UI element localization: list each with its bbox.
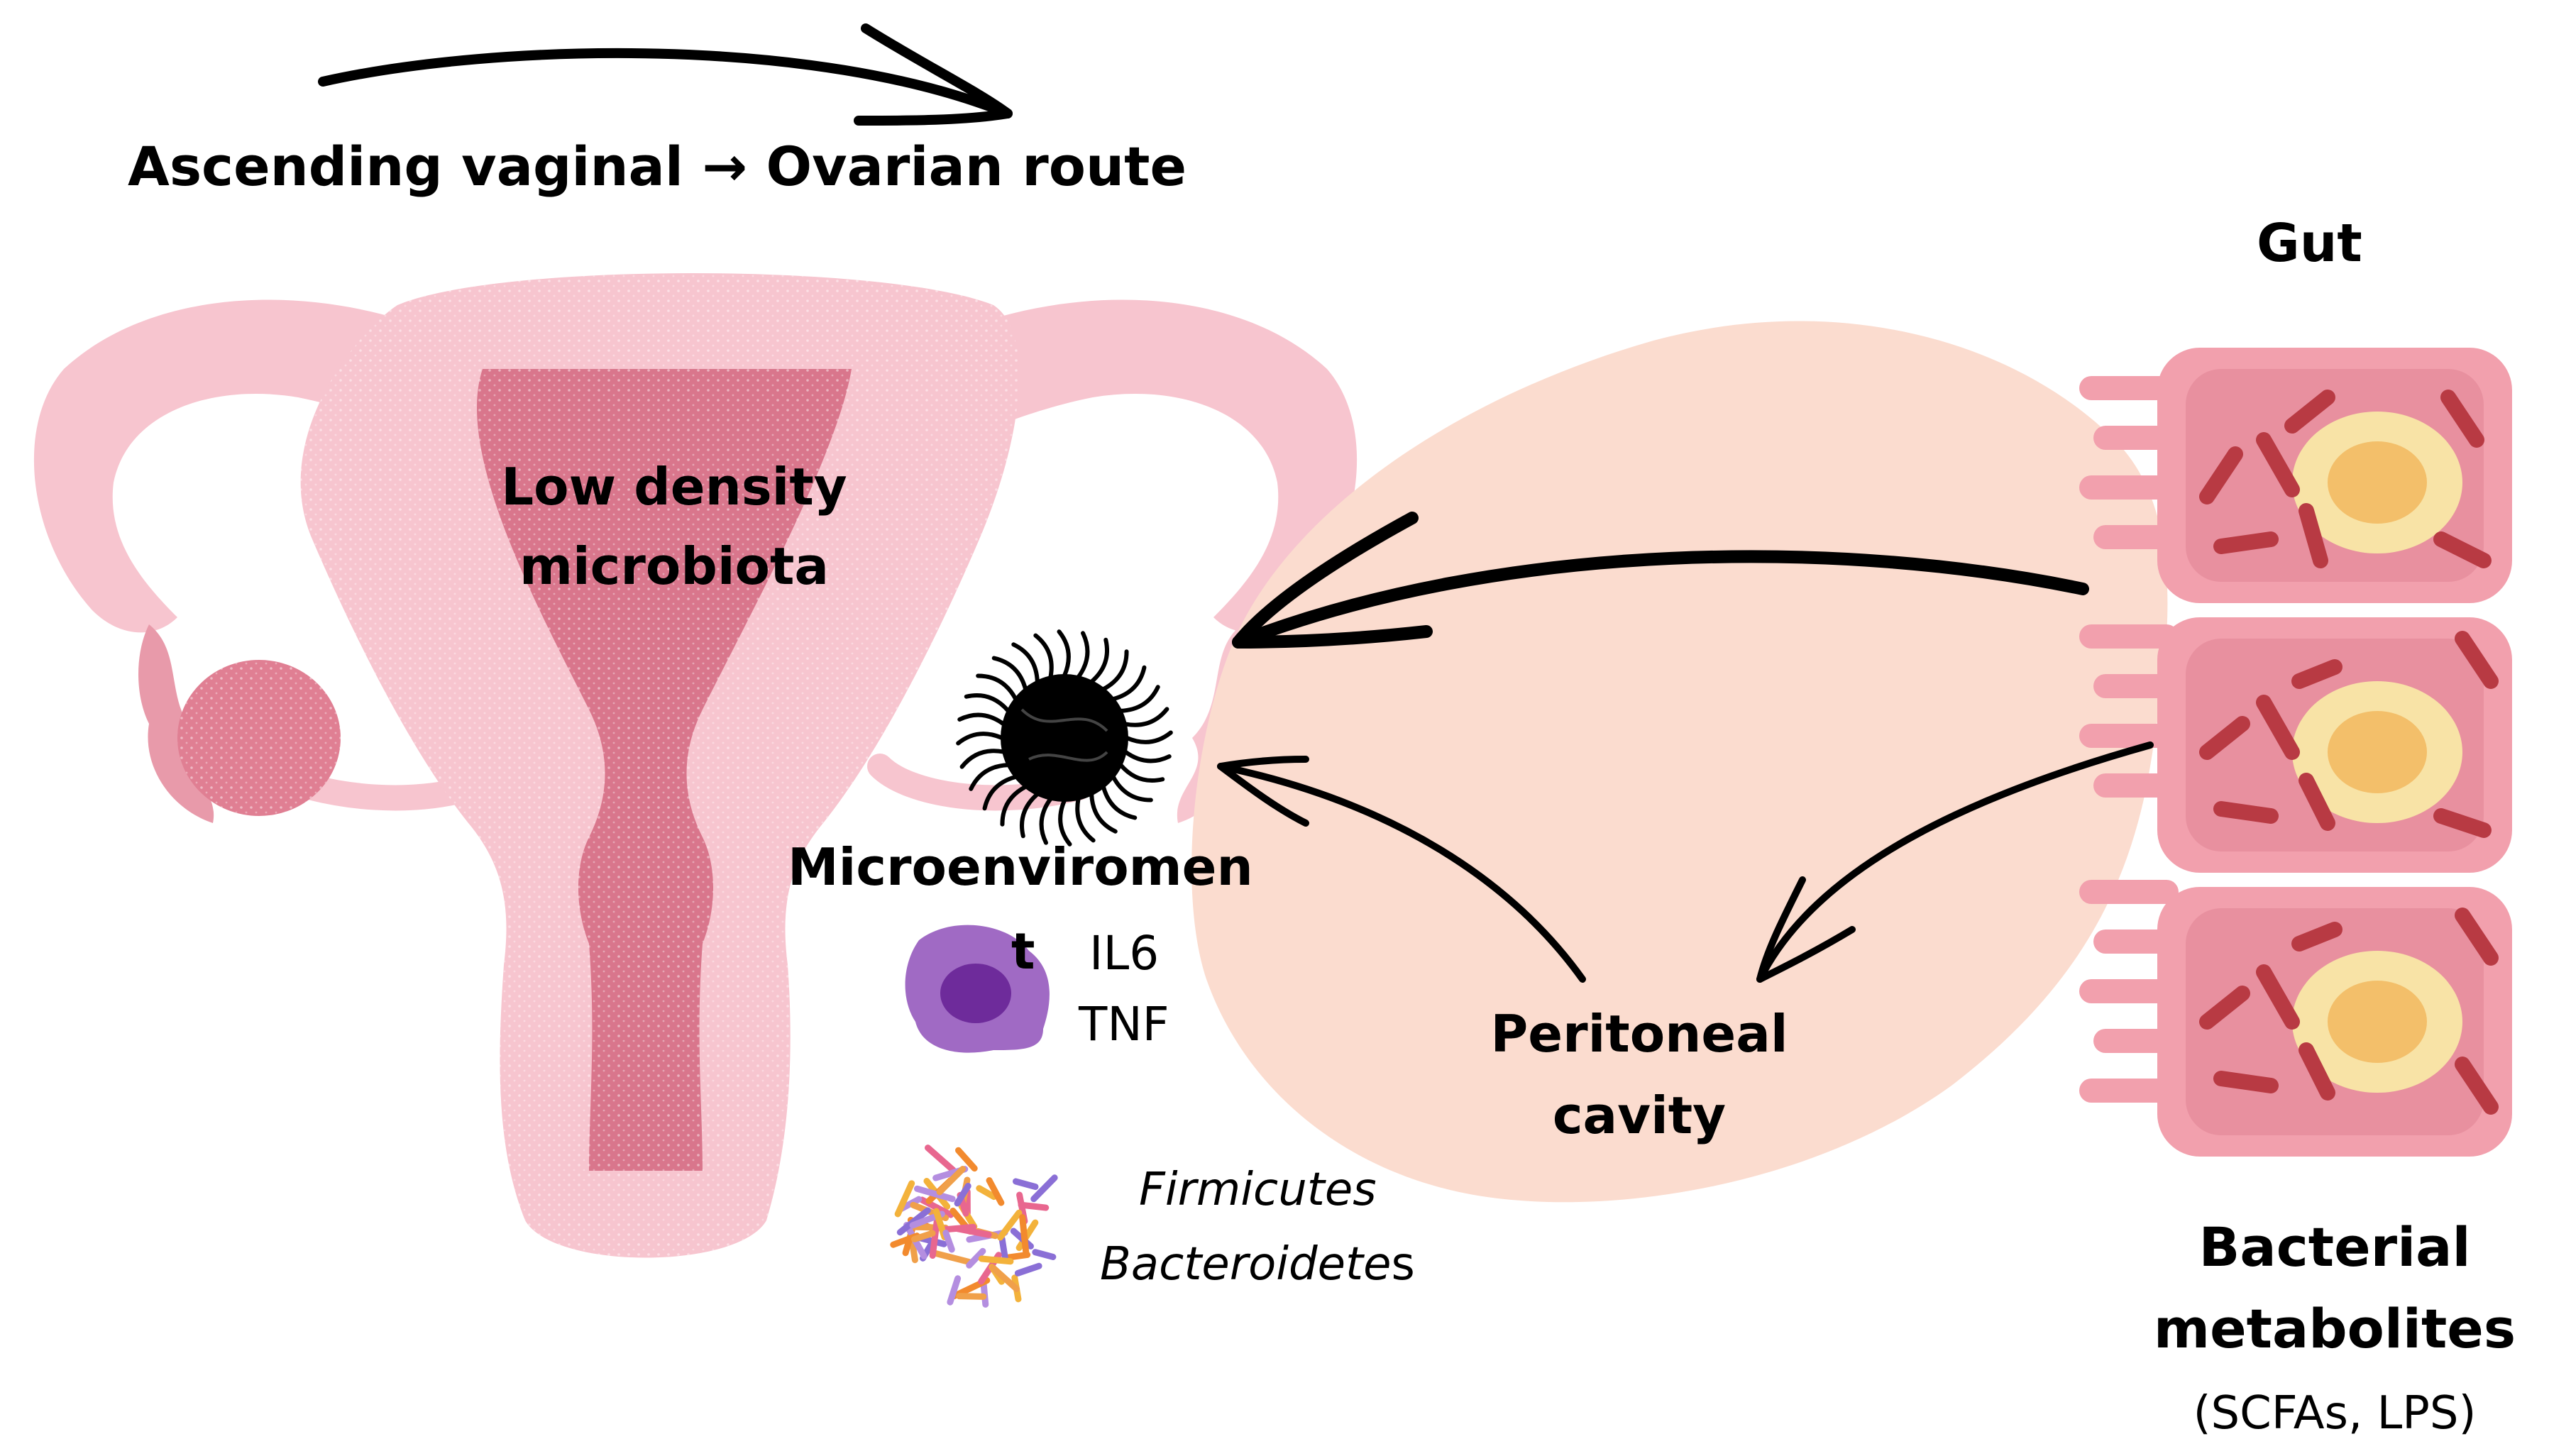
low-density-label: Low density microbiota <box>475 447 873 606</box>
bacterium <box>1015 1181 1035 1187</box>
uterus-illustration <box>34 273 1357 1258</box>
bacterium <box>927 1148 952 1170</box>
cell-spike <box>1121 687 1157 711</box>
left-ovary-texture <box>177 660 341 816</box>
cell-spike <box>959 715 1003 724</box>
phylum-bacteroidetes-suffix: s <box>1392 1238 1415 1291</box>
cell-spike <box>1079 633 1088 677</box>
bacterium <box>932 1221 937 1256</box>
phylum-bacteroidetes-text: Bacteroidete <box>1100 1238 1392 1291</box>
low-density-line2: microbiota <box>475 526 873 606</box>
cytokine-il6: IL6 <box>1089 926 1159 981</box>
microenvironment-label: Microenviromen <box>788 837 1253 897</box>
peritoneal-line1: Peritoneal <box>1476 993 1802 1075</box>
metabolites-line2: metabolites <box>2129 1288 2540 1369</box>
bacterium <box>950 1279 958 1302</box>
bacterium <box>1021 1205 1046 1208</box>
cell-spike <box>967 695 1008 711</box>
cell-spike <box>1091 640 1107 682</box>
gut-title: Gut <box>2257 213 2362 274</box>
cell-spike <box>1113 668 1145 699</box>
bacterium <box>981 1259 1011 1262</box>
bacteria-cluster-icon <box>893 1148 1055 1305</box>
bacterium <box>1002 1239 1005 1257</box>
peritoneal-cavity-label: Peritoneal cavity <box>1476 993 1802 1157</box>
low-density-line1: Low density <box>475 447 873 526</box>
phylum-bacteroidetes: Bacteroidetes <box>1100 1238 1415 1291</box>
cell-spike <box>994 658 1025 690</box>
cell-spike <box>1013 644 1037 681</box>
bacterium <box>935 1253 969 1262</box>
cell-spike <box>1091 794 1116 831</box>
top-route-arrow <box>323 28 1008 121</box>
route-title: Ascending vaginal → Ovarian route <box>128 135 1187 198</box>
cell-spike <box>1103 787 1135 818</box>
bacterium <box>959 1150 975 1168</box>
bacterium <box>1018 1266 1039 1273</box>
cell-spike <box>1125 752 1169 761</box>
phylum-firmicutes: Firmicutes <box>1139 1164 1377 1216</box>
cell-spike <box>1059 632 1069 675</box>
bacterium <box>1023 1218 1026 1254</box>
cell-spike <box>1127 733 1171 742</box>
microenvironment-cell <box>958 632 1171 844</box>
microenvironment-marker: t <box>1011 922 1035 981</box>
bacterium <box>946 1233 952 1250</box>
metabolites-examples: (SCFAs, LPS) <box>2129 1387 2540 1440</box>
bacterium <box>959 1296 984 1297</box>
cytokine-tnf: TNF <box>1079 997 1169 1052</box>
cell-spike <box>1121 765 1162 781</box>
metabolites-line1: Bacterial <box>2129 1206 2540 1288</box>
peritoneal-line2: cavity <box>1476 1075 1802 1157</box>
bacterial-metabolites-label: Bacterial metabolites <box>2129 1206 2540 1369</box>
bacterium <box>1035 1252 1053 1257</box>
cell-spike <box>958 734 1002 743</box>
